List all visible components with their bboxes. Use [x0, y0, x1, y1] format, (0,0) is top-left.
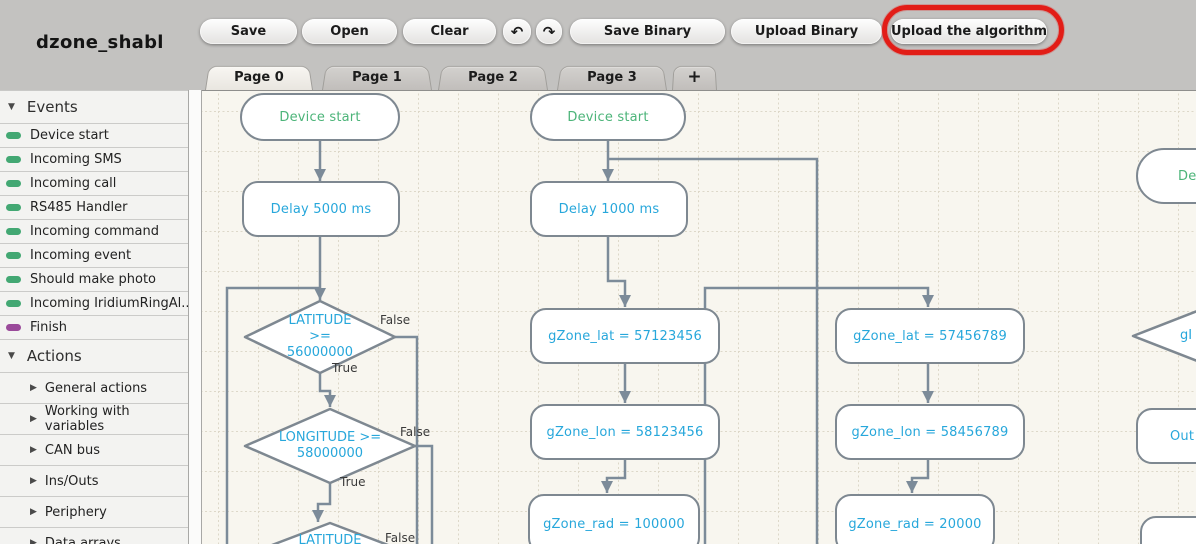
- add-page-tab[interactable]: +: [672, 64, 717, 90]
- sidebar-item-should-make-photo[interactable]: Should make photo: [0, 268, 188, 292]
- redo-button[interactable]: ↷: [536, 19, 562, 44]
- node-device-start-partial[interactable]: De: [1136, 148, 1196, 204]
- save-binary-button[interactable]: Save Binary: [570, 19, 725, 44]
- sidebar-category-data-arrays[interactable]: ▶Data arrays: [0, 528, 188, 544]
- chevron-down-icon: ▼: [8, 351, 15, 361]
- event-pill-icon: [6, 180, 21, 187]
- event-pill-icon: [6, 204, 21, 211]
- event-pill-icon: [6, 156, 21, 163]
- event-pill-icon: [6, 252, 21, 259]
- sidebar-section-events[interactable]: ▼ Events: [0, 91, 188, 124]
- sidebar-item-device-start[interactable]: Device start: [0, 124, 188, 148]
- chevron-right-icon: ▶: [30, 476, 37, 486]
- node-delay-1000[interactable]: Delay 1000 ms: [530, 181, 688, 237]
- flowchart-canvas[interactable]: Device start Delay 5000 ms Device start …: [202, 90, 1196, 544]
- undo-icon: ↶: [511, 23, 524, 41]
- sidebar-item-rs485-handler[interactable]: RS485 Handler: [0, 196, 188, 220]
- redo-icon: ↷: [543, 23, 556, 41]
- event-pill-icon: [6, 228, 21, 235]
- tab-page-2[interactable]: Page 2: [438, 64, 548, 90]
- node-gzone-rad-b[interactable]: gZone_rad = 20000: [835, 494, 995, 544]
- node-gzone-lon-b[interactable]: gZone_lon = 58456789: [835, 404, 1025, 460]
- open-button[interactable]: Open: [302, 19, 397, 44]
- node-device-start-2[interactable]: Device start: [530, 93, 686, 141]
- node-bottom-right-partial[interactable]: [1140, 516, 1196, 544]
- tab-page-3[interactable]: Page 3: [557, 64, 667, 90]
- node-device-start-1[interactable]: Device start: [240, 93, 400, 141]
- node-gzone-lat-a[interactable]: gZone_lat = 57123456: [530, 308, 720, 364]
- sidebar-item-incoming-iridium[interactable]: Incoming IridiumRingAl...: [0, 292, 188, 316]
- chevron-right-icon: ▶: [30, 383, 37, 393]
- sidebar-category-can-bus[interactable]: ▶CAN bus: [0, 435, 188, 466]
- sidebar-category-periphery[interactable]: ▶Periphery: [0, 497, 188, 528]
- chevron-right-icon: ▶: [30, 445, 37, 455]
- sidebar-category-working-with-variables[interactable]: ▶Working with variables: [0, 404, 188, 435]
- sidebar-item-incoming-sms[interactable]: Incoming SMS: [0, 148, 188, 172]
- sidebar-item-incoming-event[interactable]: Incoming event: [0, 244, 188, 268]
- upload-binary-button[interactable]: Upload Binary: [731, 19, 882, 44]
- sidebar-section-actions[interactable]: ▼ Actions: [0, 340, 188, 373]
- node-gzone-lon-a[interactable]: gZone_lon = 58123456: [530, 404, 720, 460]
- sidebar-item-incoming-call[interactable]: Incoming call: [0, 172, 188, 196]
- save-button[interactable]: Save: [200, 19, 297, 44]
- finish-pill-icon: [6, 324, 21, 331]
- sidebar-category-general-actions[interactable]: ▶General actions: [0, 373, 188, 404]
- sidebar-item-incoming-command[interactable]: Incoming command: [0, 220, 188, 244]
- chevron-right-icon: ▶: [30, 507, 37, 517]
- node-output-partial[interactable]: Out: [1136, 408, 1196, 464]
- node-gzone-rad-a[interactable]: gZone_rad = 100000: [528, 494, 700, 544]
- chevron-right-icon: ▶: [30, 414, 37, 424]
- sidebar-category-ins-outs[interactable]: ▶Ins/Outs: [0, 466, 188, 497]
- tab-page-1[interactable]: Page 1: [322, 64, 432, 90]
- page-title: dzone_shabl: [36, 32, 164, 53]
- tab-page-0[interactable]: Page 0: [205, 64, 313, 90]
- upload-algorithm-button[interactable]: Upload the algorithm: [891, 19, 1047, 44]
- sidebar-scrollbar[interactable]: [188, 90, 202, 544]
- toolbar: dzone_shabl Save Open Clear ↶ ↷ Save Bin…: [0, 0, 1196, 90]
- event-pill-icon: [6, 276, 21, 283]
- node-delay-5000[interactable]: Delay 5000 ms: [242, 181, 400, 237]
- undo-button[interactable]: ↶: [503, 19, 531, 44]
- plus-icon: +: [672, 64, 717, 90]
- block-palette-sidebar: ▼ Events Device start Incoming SMS Incom…: [0, 90, 188, 544]
- event-pill-icon: [6, 132, 21, 139]
- sidebar-item-finish[interactable]: Finish: [0, 316, 188, 340]
- event-pill-icon: [6, 300, 21, 307]
- node-gzone-lat-b[interactable]: gZone_lat = 57456789: [835, 308, 1025, 364]
- chevron-down-icon: ▼: [8, 102, 15, 112]
- chevron-right-icon: ▶: [30, 538, 37, 544]
- clear-button[interactable]: Clear: [403, 19, 496, 44]
